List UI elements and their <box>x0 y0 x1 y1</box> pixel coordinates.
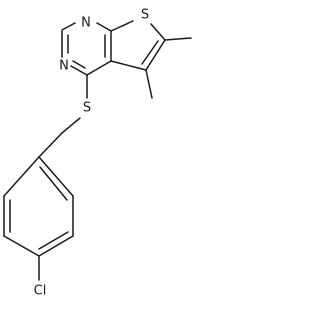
bond-c5-c4a <box>110 60 147 71</box>
bond-c4p-c5p-double <box>38 231 69 250</box>
bond-c6-c5-double <box>141 40 159 65</box>
bond-c7a-s <box>110 20 134 32</box>
atom-label-s-thioether: S <box>83 101 91 116</box>
bond-s-c6 <box>150 23 166 41</box>
bond-c6-methyl <box>164 37 192 41</box>
bond-c6p-c1p-double <box>39 166 68 201</box>
bond-n1-c7a <box>96 22 112 32</box>
atom-label-n3: N <box>59 59 69 74</box>
bond-c4p-c5p <box>38 235 74 257</box>
bond-s-ch2 <box>61 117 81 134</box>
bond-c2-n1 <box>61 22 76 31</box>
bond-c6p-c1p <box>38 156 74 197</box>
bond-ch2-c1p <box>38 132 63 158</box>
atom-label-s-thiophene: S <box>141 8 149 23</box>
atom-label-n1: N <box>81 16 91 31</box>
bond-c1p-c2p <box>3 156 40 197</box>
bond-c4-n3-double <box>72 60 86 69</box>
bond-c3p-c4p <box>3 235 40 257</box>
atom-label-chlorine: Cl <box>34 284 47 299</box>
bond-c6-c5 <box>145 39 166 71</box>
bond-c5-methyl <box>145 69 153 99</box>
bond-c4-n3 <box>70 65 88 76</box>
molecule-structure: N N S S Cl <box>3 8 192 299</box>
bond-c4a-c4 <box>86 60 112 76</box>
